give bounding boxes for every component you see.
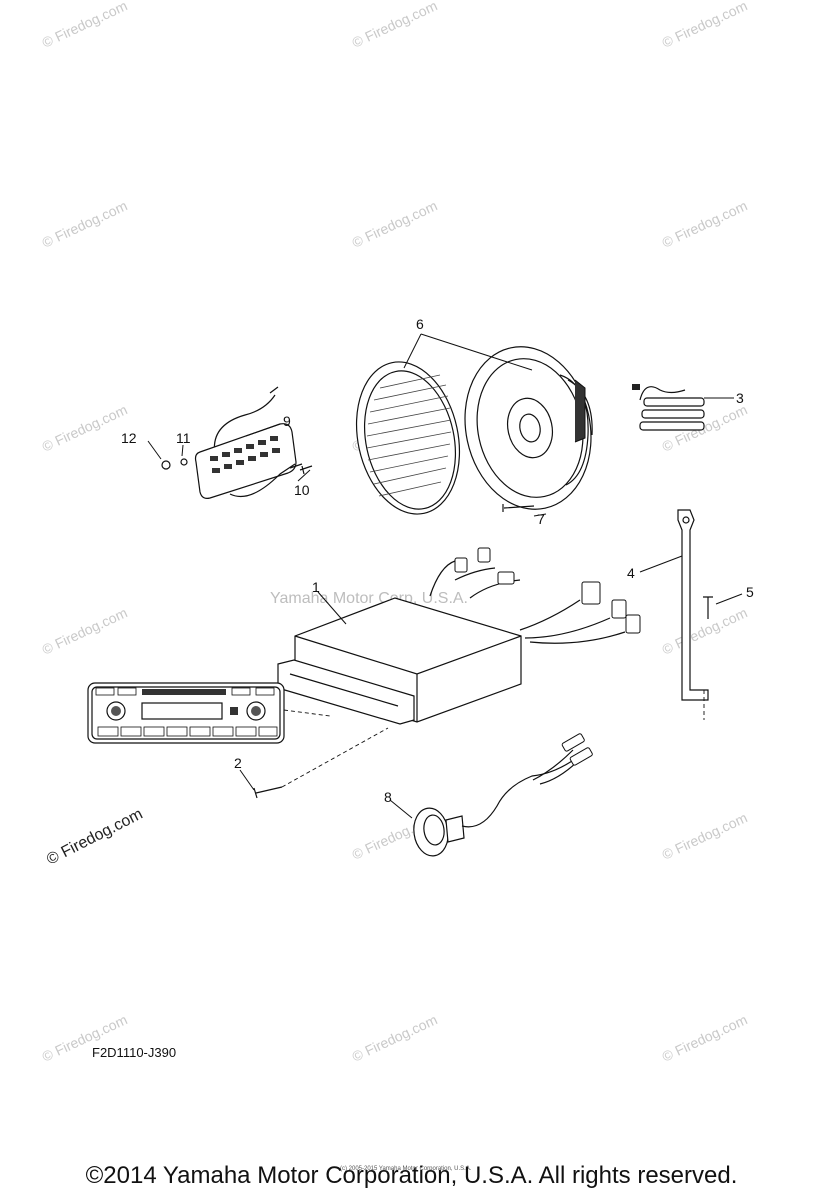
watermark: © Firedog.com [40,604,130,657]
speaker-grille [355,361,461,515]
remote-control [194,386,303,499]
watermark: © Firedog.com [40,401,130,454]
speaker [464,346,593,510]
watermark: © Firedog.com [660,809,750,862]
callout-3: 3 [736,390,744,406]
diagram-code: F2D1110-J390 [92,1045,176,1060]
small-screw [299,465,313,475]
watermark: © Firedog.com [660,0,750,51]
watermark: © Firedog.com [350,0,440,51]
fine-print: (c) 2005-2015 Yamaha Motor Corporation, … [340,1166,472,1172]
washer [180,458,188,466]
watermark: © Firedog.com [40,197,130,250]
callouts: 1 2 3 4 5 6 7 8 9 10 11 12 [121,316,754,805]
callout-1: 1 [312,579,320,595]
watermark-center: Yamaha Motor Corp, U.S.A. [270,590,468,607]
callout-12: 12 [121,430,137,446]
callout-8: 8 [384,789,392,805]
watermark: © Firedog.com [350,1011,440,1064]
callout-2: 2 [234,755,242,771]
watermark: © Firedog.com [40,0,130,51]
watermarks: © Firedog.com © Firedog.com © Firedog.co… [40,0,750,1065]
screw [502,504,535,512]
long-screw [253,727,389,799]
nut [161,460,171,470]
watermark: © Firedog.com [660,197,750,250]
callout-4: 4 [627,565,635,581]
radio-unit [277,547,641,725]
watermark: © Firedog.com [660,604,750,657]
copyright-footer: ©2014 Yamaha Motor Corporation, U.S.A. A… [85,1162,738,1189]
leader-lines [147,333,743,819]
callout-9: 9 [283,413,291,429]
callout-11: 11 [176,430,191,446]
wire-harness [632,384,705,431]
radio-faceplate [87,682,331,744]
callout-10: 10 [294,482,310,498]
mounting-bracket [677,509,709,720]
watermark: © Firedog.com [350,197,440,250]
watermark: © Firedog.com [660,1011,750,1064]
callout-6: 6 [416,316,424,332]
tapping-screw [703,596,713,619]
callout-5: 5 [746,584,754,600]
watermark-dark: © Firedog.com [44,806,145,869]
callout-7: 7 [537,511,545,527]
aux-input-jack [413,733,593,857]
